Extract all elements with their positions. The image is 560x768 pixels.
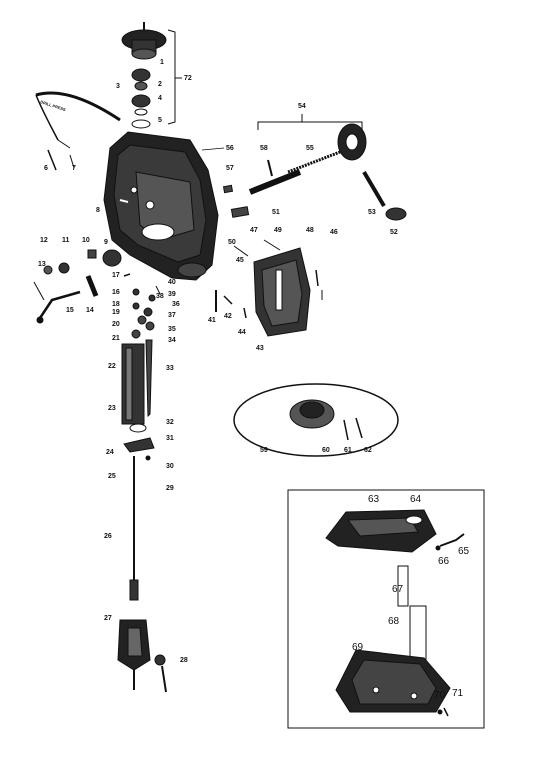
part-label-13: 13 [38, 261, 46, 268]
table-gasket [233, 383, 399, 457]
part-label-63: 63 [368, 494, 380, 505]
quill [121, 339, 155, 461]
part-label-39: 39 [168, 291, 176, 298]
part-label-33: 33 [166, 365, 174, 372]
spindle-chuck [117, 456, 167, 693]
belt-stamp: DRILL PRESS [40, 99, 67, 112]
part-label-52: 52 [390, 229, 398, 236]
part-label-22: 22 [108, 363, 116, 370]
part-label-25: 25 [108, 473, 116, 480]
side-plate [215, 239, 323, 337]
part-label-70: 70 [434, 690, 446, 701]
part-label-1: 1 [160, 59, 164, 66]
part-label-19: 19 [112, 309, 120, 316]
part-label-32: 32 [166, 419, 174, 426]
inset-frame [287, 489, 485, 729]
part-label-57: 57 [226, 165, 234, 172]
part-label-18: 18 [112, 301, 120, 308]
part-label-50: 50 [228, 239, 236, 246]
part-label-17: 17 [112, 272, 120, 279]
part-label-26: 26 [104, 533, 112, 540]
part-label-55: 55 [306, 145, 314, 152]
part-label-62: 62 [364, 447, 372, 454]
part-label-64: 64 [410, 494, 422, 505]
part-label-35: 35 [168, 326, 176, 333]
part-label-67: 67 [392, 584, 404, 595]
part-label-14: 14 [86, 307, 94, 314]
part-label-60: 60 [322, 447, 330, 454]
part-label-8: 8 [96, 207, 100, 214]
feed-parts [33, 249, 122, 324]
part-label-41: 41 [208, 317, 216, 324]
part-label-16: 16 [112, 289, 120, 296]
part-label-72: 72 [184, 75, 192, 82]
part-label-34: 34 [168, 337, 176, 344]
part-label-23: 23 [108, 405, 116, 412]
part-label-11: 11 [62, 237, 70, 244]
inset-parts [325, 509, 465, 717]
quill-parts [123, 273, 161, 339]
part-label-2: 2 [158, 81, 162, 88]
part-label-9: 9 [104, 239, 108, 246]
bracket-34 [257, 114, 363, 130]
head-casting [103, 131, 219, 281]
part-label-45: 45 [236, 257, 244, 264]
shaft-assembly [222, 123, 407, 221]
part-label-40: 40 [168, 279, 176, 286]
part-label-37: 37 [168, 312, 176, 319]
part-label-12: 12 [40, 237, 48, 244]
part-label-44: 44 [238, 329, 246, 336]
part-label-20: 20 [112, 321, 120, 328]
part-label-59: 59 [260, 447, 268, 454]
part-label-10: 10 [82, 237, 90, 244]
part-label-51: 51 [272, 209, 280, 216]
part-label-61: 61 [344, 447, 352, 454]
part-label-7: 7 [72, 165, 76, 172]
part-label-5: 5 [158, 117, 162, 124]
part-label-30: 30 [166, 463, 174, 470]
part-label-28: 28 [180, 657, 188, 664]
part-label-58: 58 [260, 145, 268, 152]
part-label-48: 48 [306, 227, 314, 234]
belt [35, 91, 121, 171]
part-label-4: 4 [158, 95, 162, 102]
part-label-46: 46 [330, 229, 338, 236]
pulley-stack [121, 22, 167, 129]
part-label-49: 49 [274, 227, 282, 234]
part-label-65: 65 [458, 546, 470, 557]
part-label-29: 29 [166, 485, 174, 492]
part-label-15: 15 [66, 307, 74, 314]
part-label-53: 53 [368, 209, 376, 216]
part-label-66: 66 [438, 556, 450, 567]
part-label-69: 69 [352, 642, 364, 653]
part-label-3: 3 [116, 83, 120, 90]
part-label-38: 38 [156, 293, 164, 300]
part-label-71: 71 [452, 688, 464, 699]
part-label-24: 24 [106, 449, 114, 456]
part-label-68: 68 [388, 616, 400, 627]
bracket-72 [167, 29, 182, 125]
part-label-42: 42 [224, 313, 232, 320]
part-label-31: 31 [166, 435, 174, 442]
part-label-43: 43 [256, 345, 264, 352]
part-label-47: 47 [250, 227, 258, 234]
part-label-54: 54 [298, 103, 306, 110]
part-label-36: 36 [172, 301, 180, 308]
part-label-6: 6 [44, 165, 48, 172]
part-label-27: 27 [104, 615, 112, 622]
part-label-56: 56 [226, 145, 234, 152]
part-label-21: 21 [112, 335, 120, 342]
